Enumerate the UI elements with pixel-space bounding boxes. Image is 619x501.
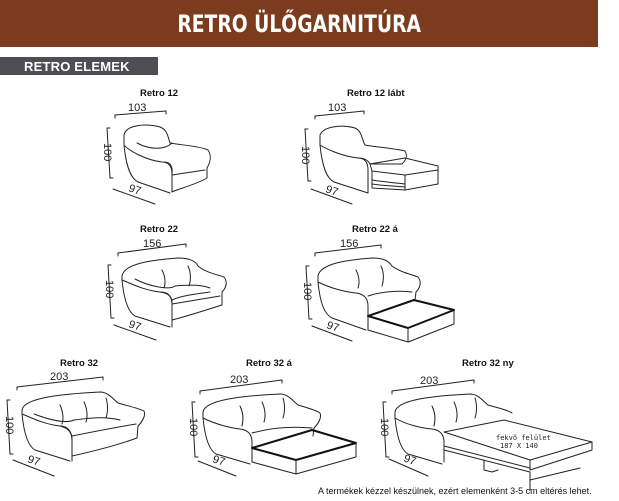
svg-text:97: 97 [402, 453, 418, 468]
product-name: Retro 32 [60, 358, 99, 369]
svg-text:100: 100 [3, 416, 15, 434]
disclaimer-footnote: A termékek kézzel készülnek, ezért eleme… [318, 486, 592, 496]
svg-text:97: 97 [26, 453, 41, 468]
svg-text:100: 100 [378, 418, 390, 436]
svg-text:100: 100 [101, 143, 113, 161]
svg-text:187 X 140: 187 X 140 [500, 442, 538, 450]
product-name: Retro 32 á [246, 358, 292, 369]
svg-text:203: 203 [230, 374, 248, 386]
svg-text:100: 100 [301, 282, 313, 300]
product-name: Retro 12 lábt [347, 88, 405, 99]
svg-text:97: 97 [324, 183, 339, 198]
product-name: Retro 22 [140, 224, 179, 235]
svg-text:97: 97 [325, 319, 340, 334]
svg-text:fekvő felület: fekvő felület [496, 433, 551, 442]
svg-text:203: 203 [50, 371, 68, 383]
product-name: Retro 12 [140, 88, 179, 99]
page-header: RETRO ÜLŐGARNITÚRA [0, 0, 598, 47]
svg-text:97: 97 [127, 182, 142, 197]
svg-text:156: 156 [340, 238, 358, 250]
page-title: RETRO ÜLŐGARNITÚRA [177, 9, 421, 38]
svg-text:156: 156 [143, 238, 161, 250]
product-name: Retro 32 ny [462, 358, 514, 369]
svg-text:100: 100 [103, 280, 115, 298]
svg-text:103: 103 [328, 102, 346, 114]
product-name: Retro 22 á [352, 224, 398, 235]
svg-text:97: 97 [211, 453, 226, 468]
section-title: RETRO ELEMEK [24, 58, 130, 74]
svg-text:203: 203 [420, 375, 438, 387]
section-header: RETRO ELEMEK [0, 57, 158, 75]
svg-text:100: 100 [187, 418, 199, 436]
svg-text:97: 97 [127, 318, 142, 333]
svg-text:103: 103 [128, 102, 146, 114]
svg-text:100: 100 [299, 146, 311, 164]
